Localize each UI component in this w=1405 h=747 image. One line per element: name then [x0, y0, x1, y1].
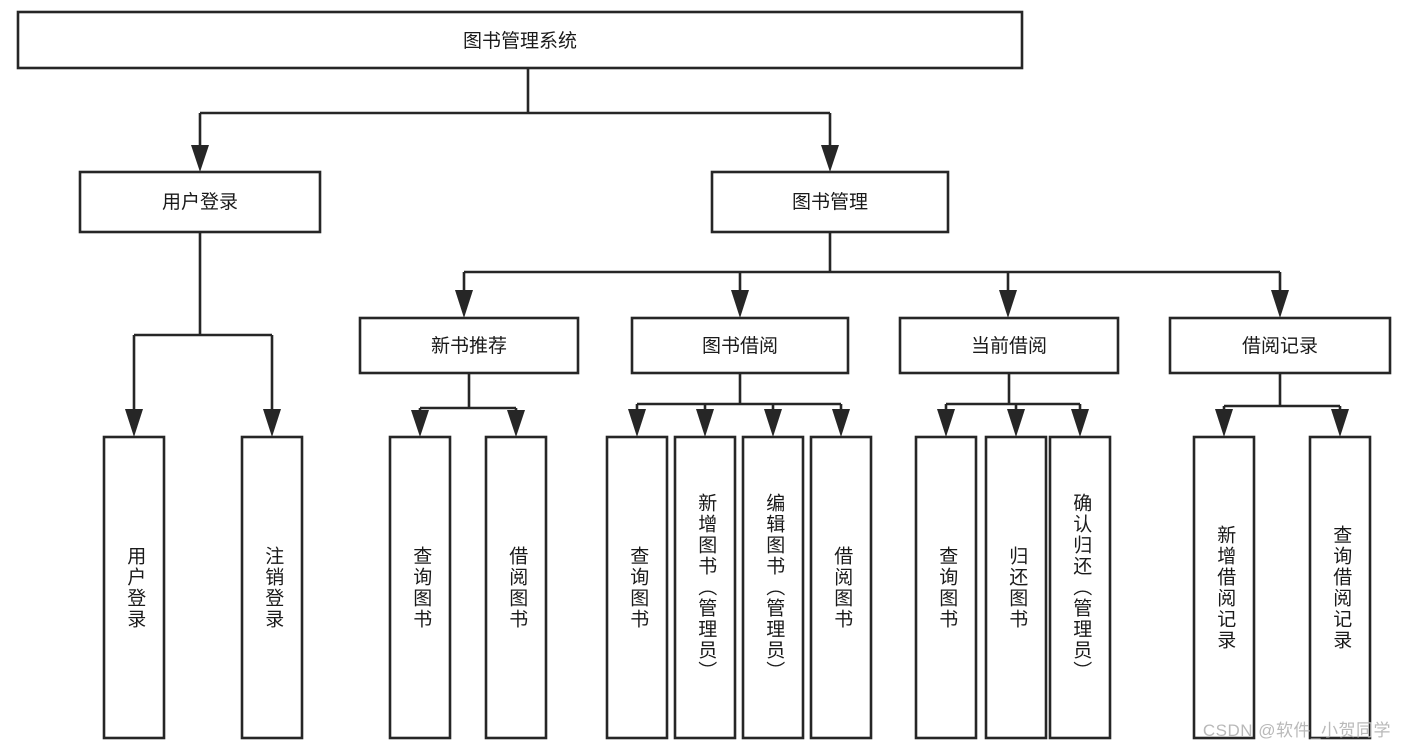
- arrow-head-leaf-borrow-book-rec: [507, 410, 525, 437]
- arrow-head-leaf-user-login: [125, 409, 143, 437]
- node-root-label: 图书管理系统: [463, 30, 577, 52]
- arrow-head-leaf-add-record: [1215, 409, 1233, 437]
- leaf-add-record-box[interactable]: [1192, 435, 1256, 740]
- connector-group-borrow-record: [1215, 373, 1349, 437]
- node-borrow-record[interactable]: 借阅记录: [1168, 316, 1392, 375]
- node-new-book-rec[interactable]: 新书推荐: [358, 316, 580, 375]
- arrow-head-leaf-return-book: [1007, 409, 1025, 437]
- node-book-manage[interactable]: 图书管理: [710, 170, 950, 234]
- node-current-borrow-label: 当前借阅: [971, 335, 1047, 357]
- leaf-box-layer: [102, 435, 1372, 740]
- node-new-book-rec-box[interactable]: [358, 316, 580, 375]
- node-book-borrow[interactable]: 图书借阅: [630, 316, 850, 375]
- leaf-borrow-book-bor-box[interactable]: [809, 435, 873, 740]
- node-book-borrow-box[interactable]: [630, 316, 850, 375]
- arrow-head-leaf-borrow-book-bor: [832, 409, 850, 437]
- node-current-borrow[interactable]: 当前借阅: [898, 316, 1120, 375]
- node-new-book-rec-label: 新书推荐: [431, 335, 507, 357]
- leaf-query-book-cur-box[interactable]: [914, 435, 978, 740]
- arrow-head-leaf-edit-book: [764, 409, 782, 437]
- connector-group-book-manage: [455, 232, 1289, 318]
- node-user-login-label: 用户登录: [162, 191, 238, 213]
- leaf-query-record-box[interactable]: [1308, 435, 1372, 740]
- node-current-borrow-box[interactable]: [898, 316, 1120, 375]
- connector-group-current-borrow: [937, 373, 1089, 437]
- leaf-query-book-bor-box[interactable]: [605, 435, 669, 740]
- node-user-login[interactable]: 用户登录: [78, 170, 322, 234]
- node-root[interactable]: 图书管理系统: [16, 10, 1024, 70]
- arrow-head-book-manage: [821, 145, 839, 172]
- node-borrow-record-box[interactable]: [1168, 316, 1392, 375]
- node-user-login-box[interactable]: [78, 170, 322, 234]
- connector-group-root: [191, 68, 839, 172]
- leaf-return-book-box[interactable]: [984, 435, 1048, 740]
- node-book-manage-label: 图书管理: [792, 191, 868, 213]
- arrow-head-leaf-logout: [263, 409, 281, 437]
- arrow-head-leaf-confirm-return: [1071, 409, 1089, 437]
- arrow-head-user-login: [191, 145, 209, 172]
- watermark-text: CSDN @软件_小贺同学: [1202, 721, 1391, 740]
- leaf-borrow-book-rec-box[interactable]: [484, 435, 548, 740]
- leaf-query-book-rec-box[interactable]: [388, 435, 452, 740]
- leaf-edit-book-box[interactable]: [741, 435, 805, 740]
- node-book-borrow-label: 图书借阅: [702, 335, 778, 357]
- arrow-head-leaf-query-book-cur: [937, 409, 955, 437]
- node-book-manage-box[interactable]: [710, 170, 950, 234]
- connector-group-new-book-rec: [411, 373, 525, 437]
- arrow-head-leaf-query-book-bor: [628, 409, 646, 437]
- arrow-head-leaf-query-book-rec: [411, 410, 429, 437]
- connector-group-book-borrow: [628, 373, 850, 437]
- connector-group-user-login: [125, 232, 281, 437]
- arrow-head-current-borrow: [999, 290, 1017, 318]
- arrow-head-new-book-rec: [455, 290, 473, 318]
- arrow-head-leaf-add-book: [696, 409, 714, 437]
- node-root-box[interactable]: [16, 10, 1024, 70]
- leaf-confirm-return-box[interactable]: [1048, 435, 1112, 740]
- leaf-user-login-box[interactable]: [102, 435, 166, 740]
- leaf-add-book-box[interactable]: [673, 435, 737, 740]
- node-borrow-record-label: 借阅记录: [1242, 335, 1318, 357]
- arrow-head-leaf-query-record: [1331, 409, 1349, 437]
- arrow-head-borrow-record: [1271, 290, 1289, 318]
- arrow-head-book-borrow: [731, 290, 749, 318]
- leaf-logout-box[interactable]: [240, 435, 304, 740]
